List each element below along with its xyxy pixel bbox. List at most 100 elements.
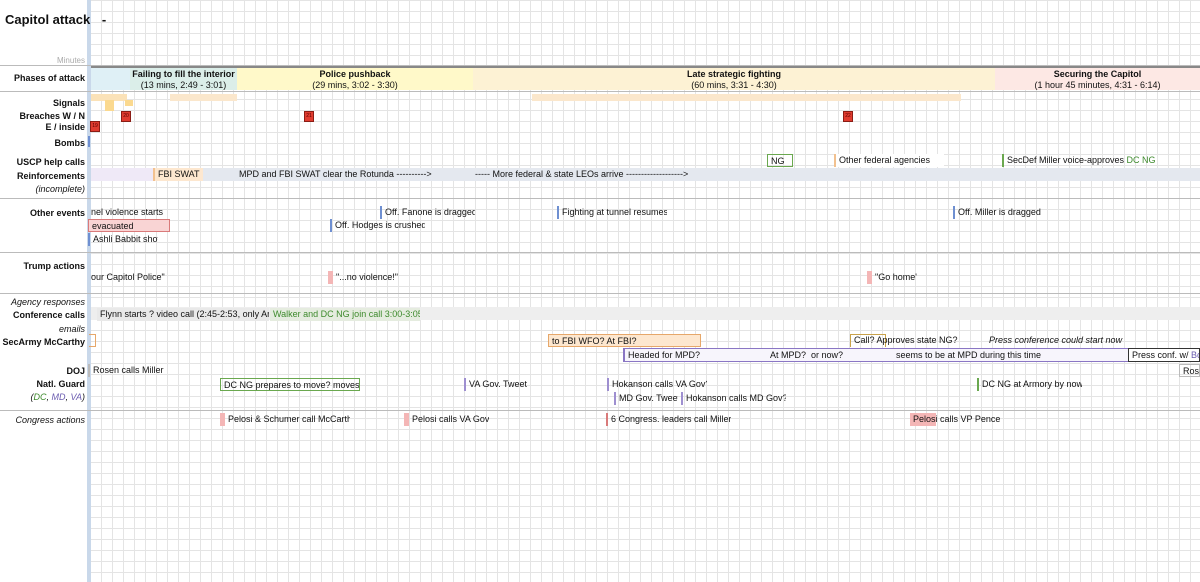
secarmy-call-box: [850, 334, 886, 347]
row-label-conference: Conference calls: [12, 310, 85, 320]
comma: ,: [46, 392, 52, 402]
congress-pelosi-pence-bar: [910, 413, 1000, 426]
congress-pelosi-pence: Pelosi calls VP Pence: [913, 414, 1001, 424]
row-label-natl-guard-states: (DC, MD, VA): [30, 392, 85, 402]
breach-marker: 19: [90, 121, 100, 132]
row-label-help-calls: USCP help calls: [16, 157, 85, 167]
phase-sub: (13 mins, 2:49 - 3:01): [140, 80, 227, 90]
reinforcement-band: [91, 168, 1200, 181]
signal-bar: [105, 100, 114, 111]
row-label-breaches: Breaches W / N: [19, 111, 85, 121]
row-label-signals: Signals: [52, 98, 85, 108]
row-label-bombs: Bombs: [54, 138, 85, 148]
trump-no-violence: "...no violence!": [328, 271, 398, 284]
secarmy-headed: Headed for MPD?: [628, 350, 701, 360]
secdef-text: SecDef Miller voice-approves: [1007, 155, 1127, 165]
row-divider: [0, 410, 1200, 411]
reinforcement-rotunda: MPD and FBI SWAT clear the Rotunda -----…: [239, 169, 432, 179]
row-label-trump: Trump actions: [23, 261, 85, 271]
breach-marker: 20: [121, 111, 131, 122]
phase-sub: (60 mins, 3:31 - 4:30): [691, 80, 777, 90]
congress-pelosi-va: Pelosi calls VA Gov.: [404, 413, 489, 426]
doj-rose: Rose: [1179, 364, 1200, 377]
event-evacuated: evacuated: [88, 219, 170, 232]
row-divider: [0, 198, 1200, 199]
phase-name: Late strategic fighting: [686, 69, 781, 79]
phase-name: Police pushback: [319, 69, 391, 79]
secarmy-seems: seems to be at MPD during this time: [896, 350, 1042, 360]
bomb-marker: [88, 136, 90, 147]
paren-close: ): [82, 392, 85, 402]
reinforcement-more: ----- More federal & state LEOs arrive -…: [475, 169, 689, 179]
conf-flynn: Flynn starts ? video call (2:45-2:53, on…: [97, 308, 269, 321]
secarmy-fbi: to FBI WFO? At FBI?: [548, 334, 701, 347]
event-tunnel: Fighting at tunnel resumes: [557, 206, 667, 219]
press-conf-bow: Bow: [1191, 350, 1199, 360]
event-violence: nel violence starts: [91, 207, 164, 217]
paren-open: (: [30, 392, 34, 402]
row-label-emails: emails: [58, 324, 85, 334]
breach-marker: 21: [304, 111, 314, 122]
state-va: VA: [70, 392, 82, 402]
row-label-natl-guard: Natl. Guard: [36, 379, 85, 389]
signal-bar: [170, 94, 237, 101]
reinforcement-band-early: [91, 168, 153, 181]
document-title: Capitol attack -: [5, 12, 106, 27]
breach-marker: 22: [843, 111, 853, 122]
secarmy-or-now: or now?: [811, 350, 844, 360]
row-divider: [0, 252, 1200, 253]
row-label-agency: Agency responses: [10, 297, 85, 307]
phase-3: Late strategic fighting (60 mins, 3:31 -…: [473, 66, 995, 90]
phase-1: Failing to fill the interior (13 mins, 2…: [130, 66, 237, 90]
row-divider: [0, 293, 1200, 294]
secarmy-call: Call? Approves state NG?: [854, 335, 958, 345]
secarmy-at-mpd: At MPD?: [770, 350, 807, 360]
event-fanone: Off. Fanone is dragged: [380, 206, 475, 219]
row-label-breaches-inside: E / inside: [45, 122, 85, 132]
reinforcement-fbi-swat: FBI SWAT: [153, 168, 203, 181]
press-conf-text: Press conf. w/: [1132, 350, 1192, 360]
row-label-secarmy: SecArmy McCarthy: [2, 337, 85, 347]
ng-prepares: DC NG prepares to move? moves?: [220, 378, 360, 391]
row-label-congress: Congress actions: [15, 415, 85, 425]
secarmy-press-conf: Press conf. w/ Bow: [1128, 348, 1200, 362]
phase-4: Securing the Capitol (1 hour 45 minutes,…: [995, 66, 1200, 90]
help-call-other: Other federal agencies: [834, 154, 944, 167]
secarmy-email-marker: [89, 334, 96, 347]
event-hodges: Off. Hodges is crushed: [330, 219, 425, 232]
conf-walker: Walker and DC NG join call 3:00-3:05: [270, 308, 420, 321]
phase-name: Failing to fill the interior: [132, 69, 235, 79]
comma: ,: [65, 392, 71, 402]
phase-name: Securing the Capitol: [1053, 69, 1142, 79]
ng-hokanson-va: Hokanson calls VA Gov?: [607, 378, 707, 391]
ng-armory: DC NG at Armory by now: [977, 378, 1082, 391]
state-md: MD: [51, 392, 66, 402]
phase-sub: (29 mins, 3:02 - 3:30): [312, 80, 398, 90]
phase-sub: (1 hour 45 minutes, 4:31 - 6:14): [1034, 80, 1161, 90]
signal-bar: [91, 94, 127, 101]
doj-rosen: Rosen calls Miller: [88, 364, 168, 377]
row-label-phases: Phases of attack: [13, 73, 85, 83]
row-divider: [0, 65, 1200, 66]
ng-va-tweet: VA Gov. Tweet: [464, 378, 529, 391]
frozen-column-divider[interactable]: [87, 0, 91, 582]
row-divider: [0, 91, 1200, 92]
signal-bar: [125, 100, 133, 106]
row-label-reinforcements: Reinforcements: [16, 171, 85, 181]
congress-six-leaders: 6 Congress. leaders call Miller: [606, 413, 731, 426]
ng-hokanson-md: Hokanson calls MD Gov?I: [681, 392, 786, 405]
minutes-label: Minutes: [56, 56, 85, 65]
event-babbit: Ashli Babbit shot: [88, 233, 158, 246]
row-label-other-events: Other events: [29, 208, 85, 218]
help-call-ng: NG: [767, 154, 793, 167]
phase-2: Police pushback (29 mins, 3:02 - 3:30): [237, 66, 473, 90]
secarmy-press-could: Press conference could start now: [989, 335, 1123, 345]
trump-go-home: "Go home": [867, 271, 917, 284]
label-column: [0, 0, 87, 582]
event-miller: Off. Miller is dragged: [953, 206, 1048, 219]
signal-bar: [532, 94, 961, 101]
trump-capitol-police: our Capitol Police": [91, 272, 165, 282]
phase-prelude: [91, 66, 130, 90]
title-suffix: -: [101, 12, 107, 27]
secdef-ng: DC NG: [1126, 155, 1156, 165]
